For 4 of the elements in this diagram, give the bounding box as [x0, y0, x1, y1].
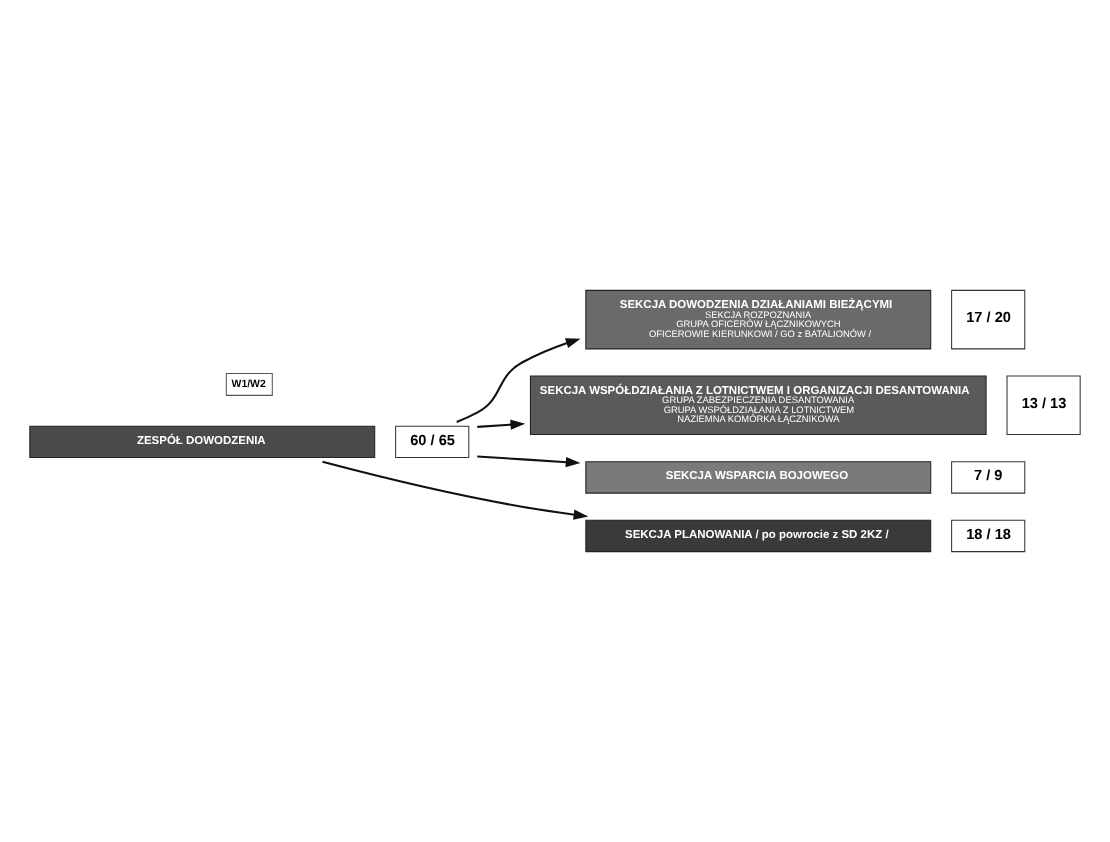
arrow	[456, 338, 581, 423]
arrow	[477, 419, 526, 430]
arrow	[477, 455, 581, 468]
arrow	[322, 460, 589, 520]
